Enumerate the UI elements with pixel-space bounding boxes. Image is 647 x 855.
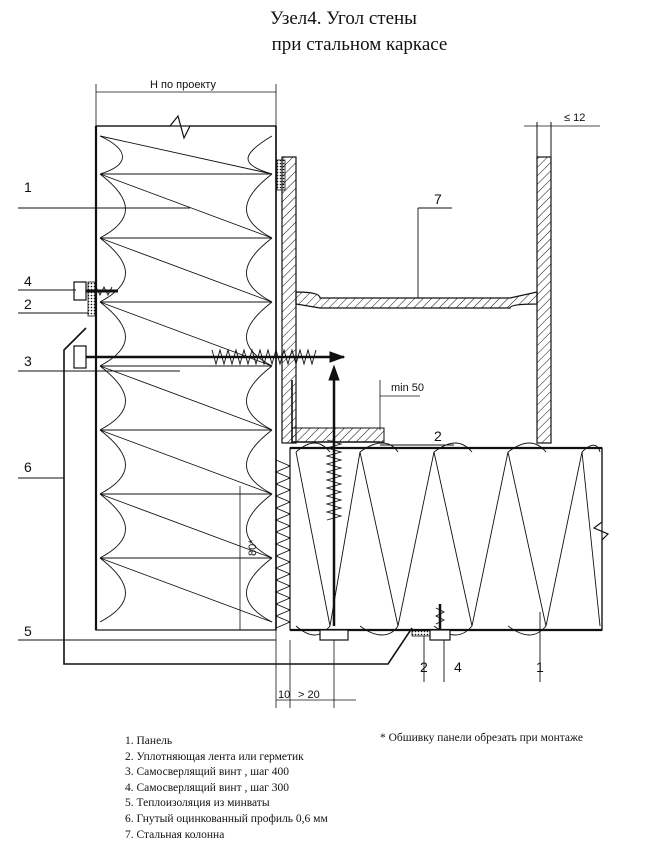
- callout-1-left: 1: [24, 179, 32, 195]
- title-line-1: Узел4. Угол стены: [270, 8, 417, 29]
- legend-item: 3. Самосверлящий винт , шаг 400: [125, 766, 290, 779]
- legend-list: 1. Панель 2. Уплотняющая лента или герме…: [125, 734, 328, 843]
- callout-6: 6: [24, 459, 32, 475]
- callout-7: 7: [434, 191, 442, 207]
- callout-2-left: 2: [24, 296, 32, 312]
- callout-4-left: 4: [24, 273, 32, 289]
- screw-3-vertical: [319, 364, 349, 641]
- dim-min50: min 50: [391, 382, 424, 394]
- screw-4-lower: [429, 604, 451, 641]
- callout-leaders: [18, 207, 541, 682]
- callout-2-right: 2: [434, 428, 442, 444]
- legend-item: 5. Теплоизоляция из минваты: [125, 797, 270, 810]
- callout-1-bottom: 1: [536, 659, 544, 675]
- screw-4-upper: [73, 281, 118, 301]
- legend-item: 4. Самосверлящий винт , шаг 300: [125, 781, 290, 794]
- legend-item: 7. Стальная колонна: [125, 828, 225, 841]
- sealing-tape-bottom: [411, 629, 431, 637]
- dim-h-label: Н по проекту: [150, 79, 217, 91]
- callout-5: 5: [24, 623, 32, 639]
- dim-80: 80*: [247, 539, 259, 556]
- dim-20: > 20: [298, 689, 320, 701]
- thermal-insulation: [274, 459, 292, 629]
- installation-note: * Обшивку панели обрезать при монтаже: [380, 732, 583, 744]
- dim-le12: ≤ 12: [564, 112, 585, 124]
- bent-profile: [291, 380, 385, 443]
- callout-3: 3: [24, 353, 32, 369]
- galvanized-profile: [63, 327, 413, 665]
- horizontal-panel: [289, 442, 610, 636]
- legend-item: 6. Гнутый оцинкованный профиль 0,6 мм: [125, 812, 328, 825]
- sealing-tape-left: [87, 281, 96, 317]
- steel-column: [281, 122, 552, 444]
- title-line-2: при стальном каркасе: [271, 34, 448, 55]
- legend-item: 2. Уплотняющая лента или герметик: [125, 750, 304, 763]
- callout-2-bottom: 2: [420, 659, 428, 675]
- dimension-lines: [95, 84, 600, 708]
- dim-10: 10: [278, 689, 290, 701]
- callout-4-bottom: 4: [454, 659, 462, 675]
- screw-3-long: [73, 345, 346, 369]
- legend-item: 1. Панель: [125, 735, 173, 747]
- vertical-panel: [94, 114, 277, 631]
